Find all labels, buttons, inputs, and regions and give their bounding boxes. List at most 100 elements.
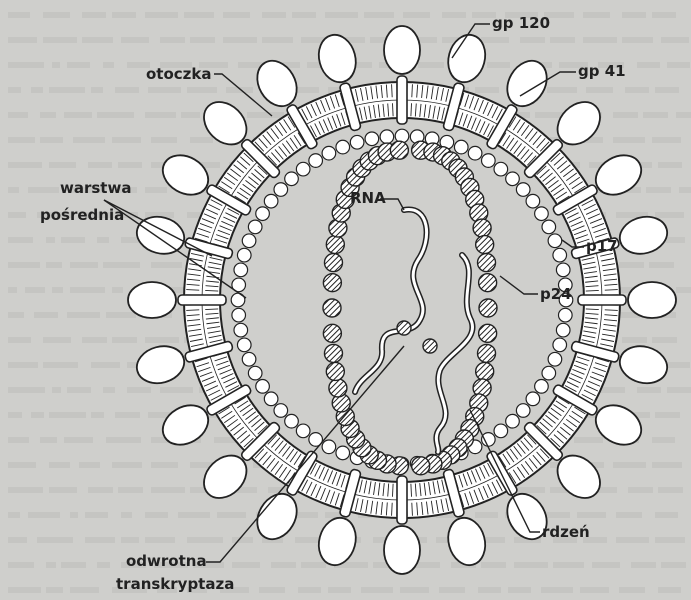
p24-subunit (476, 362, 494, 380)
lipid-tail (392, 103, 393, 116)
label-reverse-transcriptase-1: odwrotna (126, 552, 207, 570)
lipid-tail (392, 84, 393, 97)
gp120-knob (589, 147, 649, 202)
gp120-knob (128, 282, 176, 318)
p17-subunit (309, 154, 323, 168)
p17-subunit (264, 392, 278, 406)
lipid-tail (412, 84, 413, 97)
lipid-tail (412, 503, 413, 516)
p24-subunit (323, 299, 341, 317)
p24-subunit (326, 236, 344, 254)
p17-subunit (350, 135, 364, 149)
p17-subunit (553, 248, 567, 262)
p17-subunit (336, 140, 350, 154)
lipid-tail (605, 290, 618, 291)
p24-subunit (476, 236, 494, 254)
label-gp120: gp 120 (492, 14, 550, 32)
p24-subunit (324, 344, 342, 362)
gp120-knob (314, 514, 361, 570)
p17-subunit (494, 162, 508, 176)
gp41-protein (578, 295, 626, 305)
p17-subunit (526, 392, 540, 406)
lipid-tail (392, 484, 393, 497)
p17-subunit (237, 248, 251, 262)
reverse-transcriptase-dot (423, 339, 437, 353)
p17-subunit (516, 183, 530, 197)
p24-subunit (479, 274, 497, 292)
p17-subunit (548, 234, 562, 248)
p17-subunit (264, 194, 278, 208)
p17-subunit (285, 172, 299, 186)
gp120-knob (616, 212, 672, 259)
gp120-knob (133, 341, 189, 388)
p17-subunit (494, 424, 508, 438)
p17-subunit (506, 172, 520, 186)
p17-subunit (506, 414, 520, 428)
p17-subunit (535, 207, 549, 221)
label-reverse-transcriptase-2: transkryptaza (116, 575, 234, 593)
gp120-knob (156, 397, 216, 452)
p17-subunit (248, 220, 262, 234)
label-core: rdzeń (542, 523, 590, 541)
p17-subunit (454, 140, 468, 154)
lipid-tail (205, 309, 218, 310)
label-envelope: otoczka (146, 65, 212, 83)
gp120-knob (628, 282, 676, 318)
label-p17: p17 (586, 237, 618, 255)
p17-subunit (395, 129, 409, 143)
p17-subunit (256, 207, 270, 221)
gp120-knob (443, 514, 490, 570)
p24-subunit (329, 379, 347, 397)
lipid-tail (392, 503, 393, 516)
lipid-tail (205, 290, 218, 291)
p17-subunit (322, 440, 336, 454)
gp41-protein (397, 476, 407, 524)
p17-subunit (234, 323, 248, 337)
p17-subunit (516, 404, 530, 418)
gp120-knob (384, 526, 420, 574)
p17-subunit (548, 352, 562, 366)
label-intermediate-layer-2: pośrednia (40, 206, 124, 224)
gp120-knob (314, 31, 361, 87)
lipid-tail (411, 484, 412, 497)
lipid-tail (586, 290, 599, 291)
gp41-protein (397, 76, 407, 124)
p24-subunit (323, 324, 341, 342)
p17-subunit (542, 220, 556, 234)
gp120-knob (616, 341, 672, 388)
gp120-knob (589, 397, 649, 452)
gp120-knob (499, 54, 554, 114)
p17-subunit (248, 366, 262, 380)
p24-subunit (478, 254, 496, 272)
p24-subunit (412, 457, 430, 475)
p17-subunit (482, 154, 496, 168)
p17-subunit (274, 183, 288, 197)
p17-subunit (526, 194, 540, 208)
lipid-tail (605, 310, 618, 311)
p17-subunit (274, 404, 288, 418)
p17-subunit (556, 323, 570, 337)
p24-subunit (479, 299, 497, 317)
p17-subunit (542, 366, 556, 380)
p17-subunit (256, 380, 270, 394)
p17-subunit (482, 433, 496, 447)
p17-subunit (296, 162, 310, 176)
label-intermediate-layer-1: warstwa (60, 179, 131, 197)
lipid-tail (186, 290, 199, 291)
p24-subunit (478, 344, 496, 362)
lipid-tail (586, 309, 599, 310)
p17-subunit (365, 132, 379, 146)
label-gp41: gp 41 (578, 62, 626, 80)
p24-subunit (326, 362, 344, 380)
p17-subunit (237, 338, 251, 352)
p24-subunit (323, 274, 341, 292)
p17-subunit (553, 338, 567, 352)
reverse-transcriptase-dot (397, 321, 411, 335)
p17-subunit (285, 414, 299, 428)
p17-subunit (336, 446, 350, 460)
p17-subunit (296, 424, 310, 438)
lipid-tail (411, 103, 412, 116)
label-p24: p24 (540, 285, 572, 303)
